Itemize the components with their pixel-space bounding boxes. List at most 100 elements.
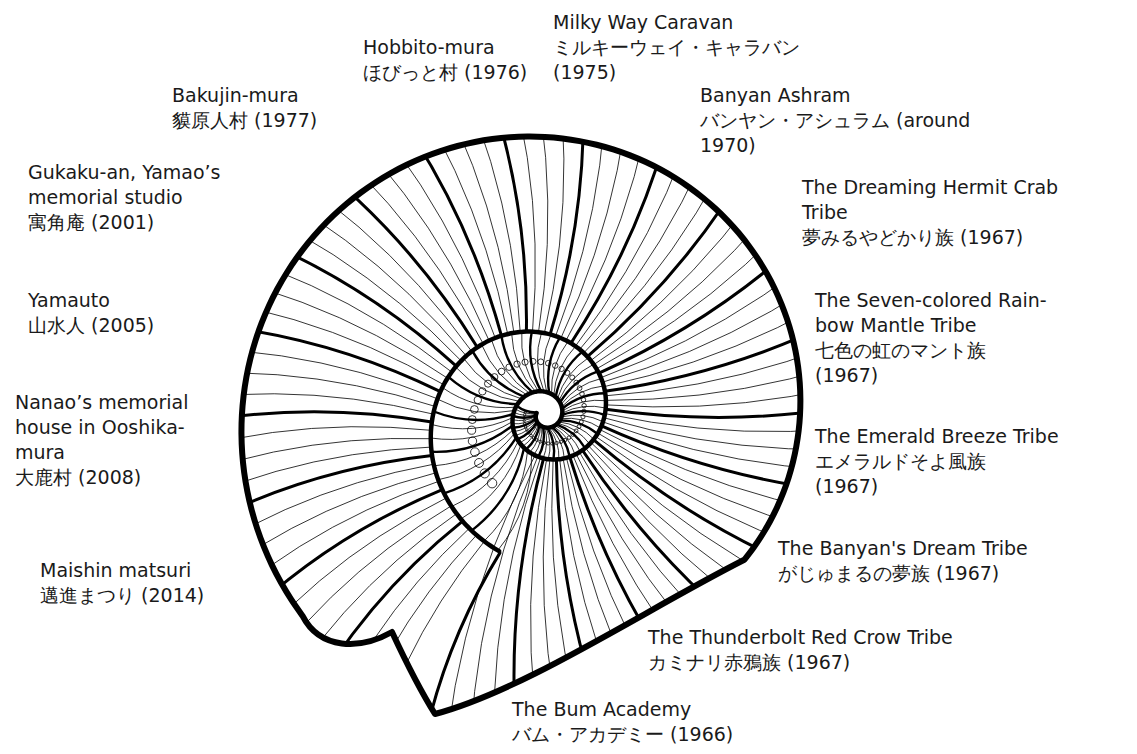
- label-text: エメラルドそよ風族 (1967): [815, 449, 1015, 499]
- shell-pattern-dot: [506, 364, 513, 371]
- label-text: 七色の虹のマント族 (1967): [815, 338, 1015, 388]
- shell-pattern-line: [554, 346, 576, 395]
- label-slot: がじゅまるの夢族 (1967): [778, 561, 999, 586]
- shell-pattern-line: [197, 490, 442, 668]
- label-text: The Bum Academy: [512, 697, 691, 722]
- shell-pattern-dot: [570, 375, 575, 380]
- label-slot: The Dreaming Hermit Crab Tribe: [802, 175, 1102, 225]
- label-slot: カミナリ赤鴉族 (1967): [648, 650, 850, 675]
- shell-pattern-dot: [577, 425, 581, 429]
- label-slot: Bakujin-mura: [172, 83, 299, 108]
- label-text: 寓角庵 (2001): [28, 210, 154, 235]
- shell-pattern-line: [515, 409, 537, 414]
- shell-pattern-dot: [475, 458, 484, 467]
- shell-pattern-dot: [523, 416, 525, 418]
- label-text: ほびっと村 (1976): [363, 60, 527, 85]
- label-text: Maishin matsuri: [40, 558, 191, 583]
- shell-pattern-dot: [468, 437, 476, 445]
- shell-pattern-dot: [574, 429, 578, 433]
- shell-pattern-dot: [539, 440, 542, 443]
- shell-pattern-line: [140, 456, 432, 561]
- shell-pattern-dot: [530, 358, 536, 364]
- shell-pattern-dot: [555, 441, 558, 444]
- shell-pattern-line: [444, 437, 516, 493]
- shell-pattern-line: [561, 418, 601, 428]
- label-slot: 邁進まつり (2014): [40, 583, 204, 608]
- shell-pattern-line: [393, 13, 514, 333]
- shell-pattern-dot: [468, 426, 476, 434]
- shell-pattern-line: [556, 352, 583, 397]
- shell-pattern-line: [201, 157, 466, 356]
- shell-pattern-dot: [468, 416, 476, 424]
- shell-pattern-dot: [538, 359, 544, 365]
- label-slot: Milky Way Caravan: [553, 10, 733, 35]
- label-text: Gukaku-an, Yamao’s memorial studio: [28, 160, 268, 210]
- shell-pattern-dot: [571, 433, 575, 437]
- shell-pattern-dot: [532, 437, 535, 440]
- label-slot: Yamauto: [28, 288, 110, 313]
- label-text: 山水人 (2005): [28, 313, 154, 338]
- shell-pattern-line: [152, 464, 434, 589]
- shell-spiral: [431, 332, 606, 552]
- shell-pattern-line: [560, 420, 598, 434]
- shell-pattern-dot: [559, 366, 564, 371]
- shell-pattern-line: [562, 415, 604, 422]
- label-text: Bakujin-mura: [172, 83, 299, 108]
- label-slot: 夢みるやどかり族 (1967): [802, 225, 1023, 250]
- shell-pattern-dot: [480, 469, 489, 478]
- label-text: がじゅまるの夢族 (1967): [778, 561, 999, 586]
- shell-pattern-line: [579, 452, 837, 731]
- shell-pattern-line: [547, 428, 554, 460]
- label-slot: The Banyan's Dream Tribe: [778, 536, 1028, 561]
- label-slot: 寓角庵 (2001): [28, 210, 154, 235]
- shell-pattern-dot: [523, 423, 525, 425]
- label-slot: The Bum Academy: [512, 697, 691, 722]
- shell-pattern-dot: [574, 380, 579, 385]
- label-text: The Banyan's Dream Tribe: [778, 536, 1028, 561]
- shell-pattern-dot: [577, 386, 582, 391]
- shell-pattern-line: [412, 552, 500, 754]
- label-text: Hobbito-mura: [363, 35, 495, 60]
- label-text: The Dreaming Hermit Crab Tribe: [802, 175, 1102, 225]
- shell-pattern-dot: [471, 448, 480, 457]
- shell-pattern-dot: [524, 411, 526, 413]
- shell-pattern-line: [501, 336, 532, 393]
- label-slot: バム・アカデミー (1966): [512, 722, 733, 747]
- shell-pattern-dot: [491, 374, 498, 381]
- shell-pattern-dot: [582, 403, 586, 407]
- label-text: バム・アカデミー (1966): [512, 722, 733, 747]
- label-text: 邁進まつり (2014): [40, 583, 204, 608]
- shell-pattern-dot: [522, 359, 528, 365]
- shell-pattern-line: [456, 367, 520, 401]
- shell-pattern-line: [491, 340, 529, 394]
- shell-pattern-line: [526, 425, 540, 450]
- shell-pattern-line: [552, 427, 570, 457]
- label-text: Milky Way Caravan: [553, 10, 733, 35]
- label-text: Nanao’s memorial house in Ooshika-mura: [15, 390, 215, 465]
- label-slot: Hobbito-mura: [363, 35, 495, 60]
- shell-pattern-line: [530, 332, 541, 392]
- shell-pattern-dot: [474, 396, 482, 404]
- label-slot: 貘原人村 (1977): [172, 108, 317, 133]
- shell-pattern-line: [484, 451, 528, 541]
- shell-pattern-dot: [523, 413, 525, 415]
- shell-pattern-line: [452, 441, 519, 507]
- label-text: 夢みるやどかり族 (1967): [802, 225, 1023, 250]
- label-slot: 七色の虹のマント族 (1967): [815, 338, 1015, 388]
- shell-pattern-line: [220, 133, 472, 351]
- shell-pattern-line: [216, 498, 447, 692]
- shell-pattern-dot: [484, 380, 491, 387]
- shell-pattern-line: [543, 335, 551, 393]
- shell-pattern-dot: [552, 363, 557, 368]
- label-slot: ほびっと村 (1976): [363, 60, 527, 85]
- shell-pattern-line: [559, 364, 594, 400]
- shell-pattern-dot: [551, 442, 554, 445]
- shell-pattern-dot: [514, 361, 520, 367]
- shell-pattern-line: [472, 448, 524, 531]
- shell-pattern-dot: [526, 429, 529, 432]
- shell-pattern-line: [537, 333, 544, 392]
- shell-pattern-line: [155, 235, 452, 372]
- label-text: The Seven-colored Rain- bow Mantle Tribe: [815, 288, 1085, 338]
- label-text: Banyan Ashram: [700, 83, 851, 108]
